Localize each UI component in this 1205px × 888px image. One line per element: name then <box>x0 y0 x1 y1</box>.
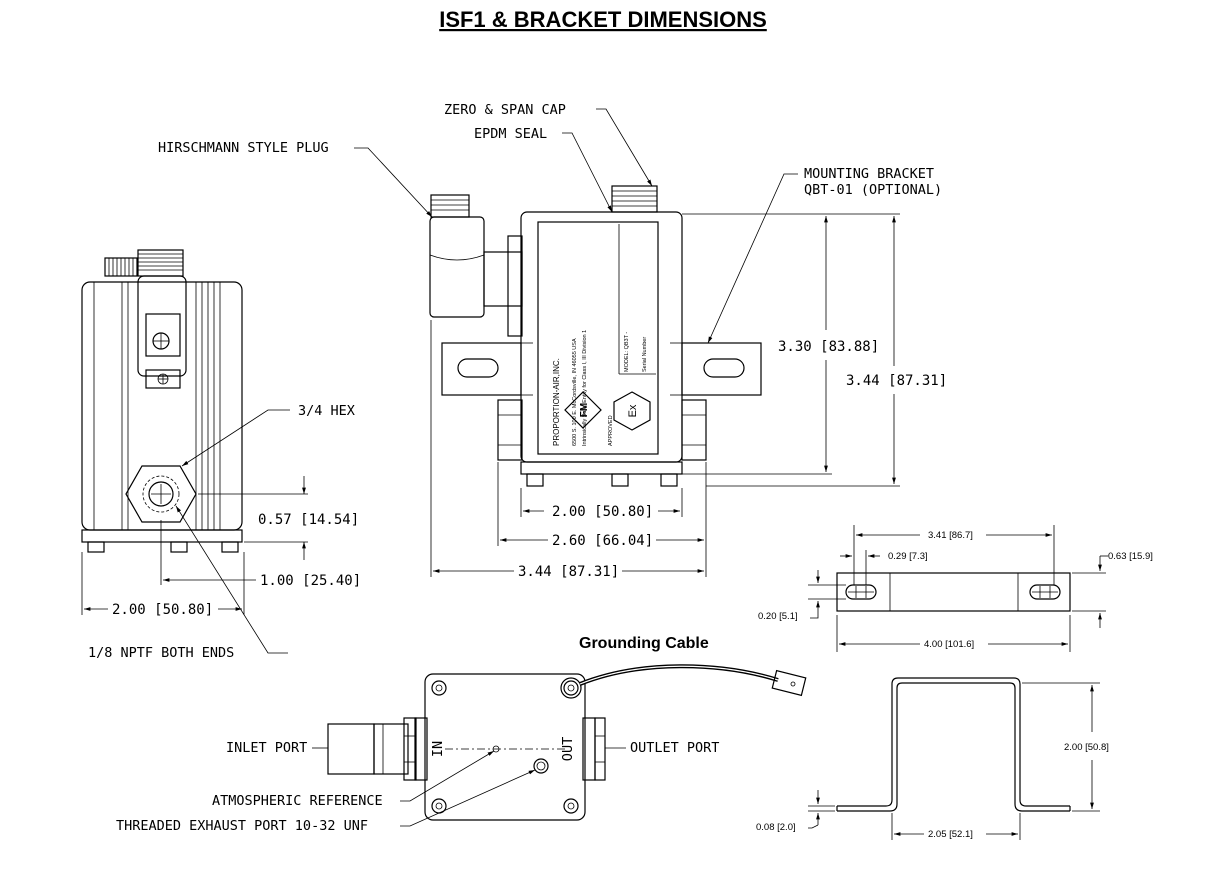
dim-bracket-063: 0.63 [15.9] <box>1108 551 1153 562</box>
in-marking: IN <box>430 741 446 757</box>
dim-front-344-vertical: 3.44 [87.31] <box>846 373 947 389</box>
zero-span-cap-label: ZERO & SPAN CAP <box>444 102 566 118</box>
nameplate-approval: Intrinsically Safe, Entity for Class I, … <box>582 330 588 446</box>
exhaust-port-label: THREADED EXHAUST PORT 10-32 UNF <box>116 818 368 834</box>
mounting-bracket-label-line1: MOUNTING BRACKET <box>804 166 934 182</box>
out-marking: OUT <box>560 737 576 761</box>
dim-bracket-205: 2.05 [52.1] <box>928 829 973 840</box>
bracket-plan-view: 3.41 [86.7] 0.29 [7.3] 0.63 [15.9] 0.20 … <box>758 525 1153 652</box>
nameplate-address: 6500 S. 100 E. McCordsville, IN 46055 US… <box>572 338 578 446</box>
dim-front-330: 3.30 [83.88] <box>778 339 879 355</box>
dim-bracket-400: 4.00 [101.6] <box>924 639 974 650</box>
dim-front-260: 2.60 [66.04] <box>552 533 653 549</box>
dim-bracket-020: 0.20 [5.1] <box>758 611 798 622</box>
dim-bracket-029: 0.29 [7.3] <box>888 551 928 562</box>
dim-bracket-side-200: 2.00 [50.8] <box>1064 742 1109 753</box>
dim-side-100: 1.00 [25.40] <box>260 573 361 589</box>
dim-front-200: 2.00 [50.80] <box>552 504 653 520</box>
inlet-port-label: INLET PORT <box>226 740 307 756</box>
nameplate-serial: Serial Number <box>642 337 648 372</box>
dim-bracket-341: 3.41 [86.7] <box>928 530 973 541</box>
mounting-bracket-label-line2: QBT-01 (OPTIONAL) <box>804 182 942 198</box>
page-title: ISF1 & BRACKET DIMENSIONS <box>439 7 767 32</box>
bracket-side-view: 2.00 [50.8] 0.08 [2.0] 2.05 [52.1] <box>756 677 1109 840</box>
outlet-port-label: OUTLET PORT <box>630 740 719 756</box>
dim-side-200: 2.00 [50.80] <box>112 602 213 618</box>
dim-front-344-horizontal: 3.44 [87.31] <box>518 564 619 580</box>
nameplate-approved: APPROVED <box>608 415 614 446</box>
dim-bracket-008: 0.08 [2.0] <box>756 822 796 833</box>
dim-side-057: 0.57 [14.54] <box>258 512 359 528</box>
nameplate-model: MODEL: QB3T - <box>624 332 630 372</box>
side-view: 3/4 HEX 0.57 [14.54] 1.00 [25.40] 2.00 [… <box>81 249 361 661</box>
atmospheric-reference-label: ATMOSPHERIC REFERENCE <box>212 793 383 809</box>
nptf-label: 1/8 NPTF BOTH ENDS <box>88 645 234 661</box>
nameplate-brand: PROPORTION-AIR,INC. <box>552 358 561 446</box>
fm-mark: FM <box>579 403 590 417</box>
grounding-cable-heading: Grounding Cable <box>579 635 709 652</box>
front-view: PROPORTION-AIR,INC. 6500 S. 100 E. McCor… <box>158 102 947 580</box>
hex-label: 3/4 HEX <box>298 403 355 419</box>
ex-mark: Ex <box>627 404 639 417</box>
hirschmann-plug-label: HIRSCHMANN STYLE PLUG <box>158 140 329 156</box>
top-view: Grounding Cable IN OUT <box>116 635 807 834</box>
epdm-seal-label: EPDM SEAL <box>474 126 547 142</box>
